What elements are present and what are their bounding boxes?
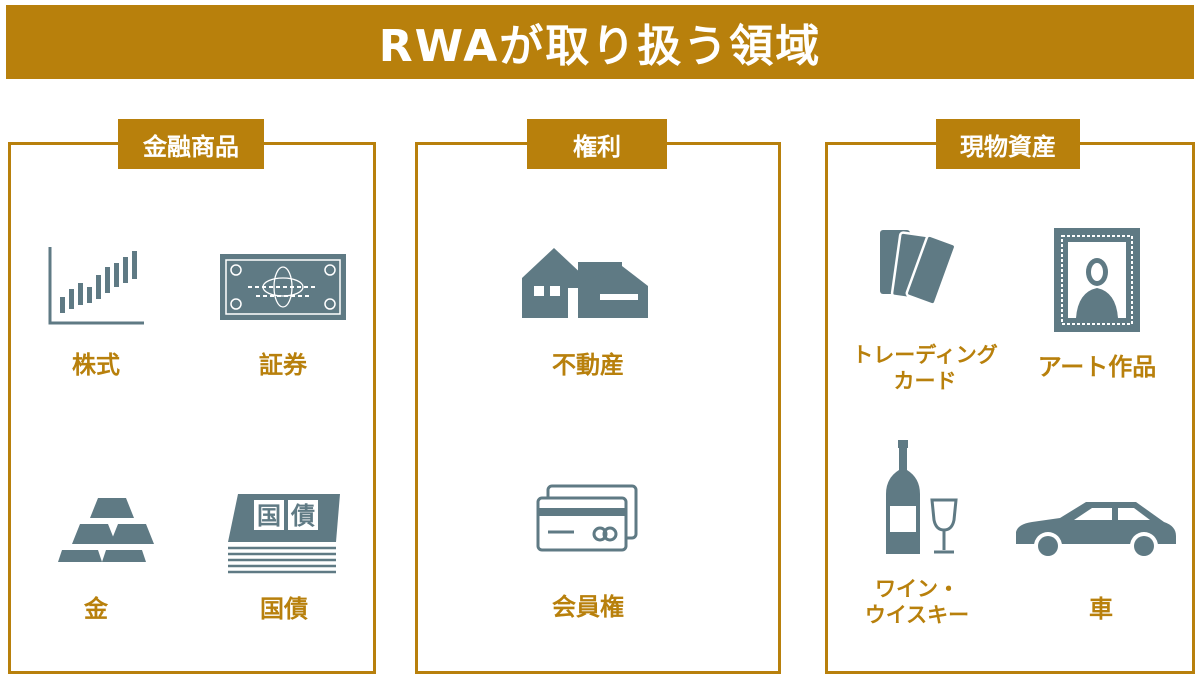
- item-label-government-bonds: 国債: [260, 595, 308, 623]
- header-banner: RWAが取り扱う領域: [6, 5, 1194, 79]
- item-label-gold: 金: [84, 595, 108, 623]
- item-label-artwork: アート作品: [1037, 353, 1157, 381]
- item-label-trading-cards: トレーディング カード: [852, 343, 998, 393]
- framed-art-icon: [1054, 228, 1140, 332]
- stock-chart-icon: [48, 247, 144, 325]
- panel-financial-products: [8, 142, 376, 674]
- item-label-membership: 会員権: [552, 593, 624, 621]
- bond-stamp-char-1: 国: [257, 502, 281, 530]
- panel-title-financial-products: 金融商品: [118, 119, 264, 169]
- government-bond-icon: 国 債: [228, 494, 340, 574]
- page-title: RWAが取り扱う領域: [378, 21, 822, 72]
- item-label-car: 車: [1089, 595, 1113, 623]
- panel-title-rights: 権利: [527, 119, 667, 169]
- item-label-stocks: 株式: [72, 351, 120, 379]
- item-label-real-estate: 不動産: [552, 351, 624, 379]
- house-icon: [522, 248, 648, 318]
- panel-rights: [415, 142, 781, 674]
- membership-card-icon: [536, 484, 638, 552]
- wine-bottle-glass-icon: [886, 440, 958, 554]
- panel-title-physical-assets: 現物資産: [936, 119, 1080, 169]
- banknote-icon: [220, 254, 346, 320]
- car-icon: [1016, 502, 1176, 560]
- gold-bars-icon: [58, 498, 154, 562]
- item-label-securities: 証券: [259, 351, 307, 379]
- bond-stamp-char-2: 債: [290, 502, 315, 530]
- trading-cards-icon: [880, 230, 957, 304]
- item-label-wine-whisky: ワイン・ ウイスキー: [864, 577, 970, 627]
